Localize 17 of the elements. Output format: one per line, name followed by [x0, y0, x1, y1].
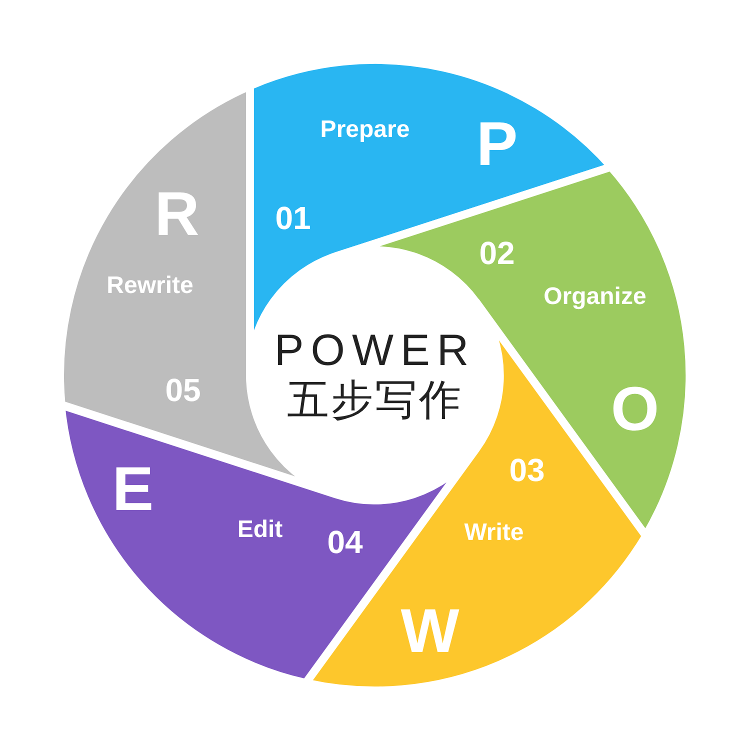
step-name: Rewrite	[106, 274, 194, 298]
step-name: Organize	[544, 284, 646, 309]
letter-label: P	[476, 114, 518, 176]
letter-label: E	[112, 458, 154, 521]
center-subtitle: 五步写作	[287, 379, 463, 421]
center-title: POWER	[274, 329, 476, 373]
step-name: Write	[464, 520, 524, 545]
step-number: 05	[165, 374, 201, 406]
step-name: Prepare	[320, 118, 410, 142]
letter-label: R	[154, 184, 200, 246]
letter-label: O	[610, 378, 660, 441]
letter-label: W	[400, 600, 460, 663]
step-name: Edit	[237, 518, 283, 542]
step-number: 03	[509, 454, 545, 486]
step-number: 02	[479, 236, 515, 269]
step-number: 01	[275, 202, 311, 234]
step-number: 04	[327, 526, 363, 558]
